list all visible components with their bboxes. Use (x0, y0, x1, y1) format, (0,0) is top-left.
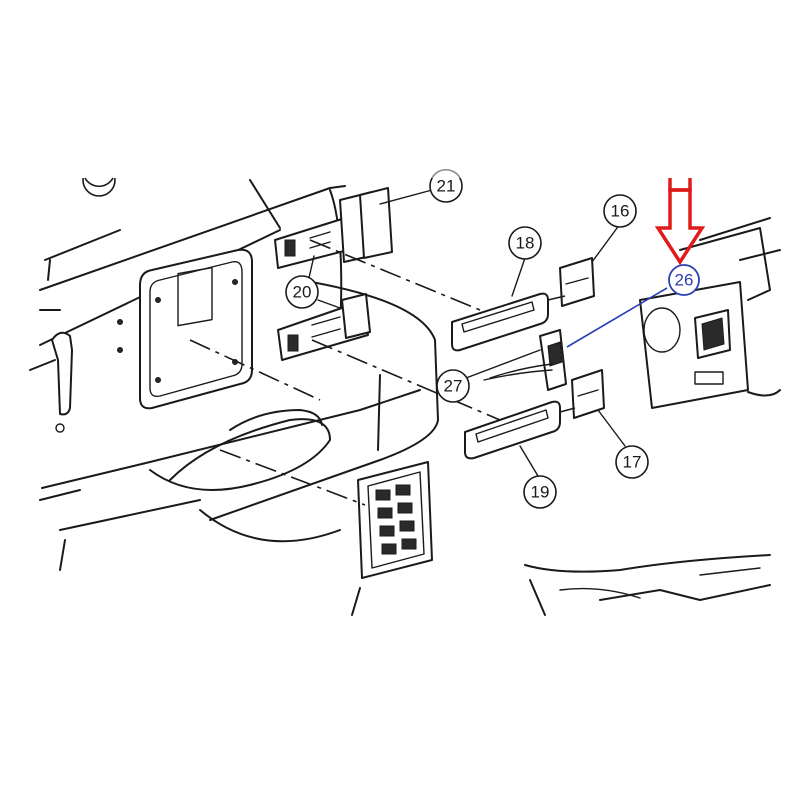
down-arrow-icon (654, 188, 706, 266)
lamp-housing (639, 217, 781, 409)
svg-text:16: 16 (611, 202, 630, 221)
svg-text:27: 27 (444, 377, 463, 396)
vent-grille (351, 461, 433, 616)
callout-17: 17 (615, 445, 649, 479)
callout-5-top (84, 177, 114, 187)
chassis-fragment (524, 554, 771, 616)
svg-text:21: 21 (437, 177, 456, 196)
arrow-top (668, 178, 692, 192)
callout-18: 18 (508, 226, 542, 260)
assembly-lines (189, 239, 576, 506)
callout-27: 27 (436, 369, 470, 403)
callout-26: 26 (668, 264, 700, 296)
svg-text:26: 26 (675, 271, 694, 290)
lower-hinge (277, 293, 371, 361)
tailgate-body (29, 179, 439, 571)
svg-text:20: 20 (293, 283, 312, 302)
upper-hinge (274, 187, 393, 269)
clip-17 (571, 369, 605, 419)
callout-19: 19 (523, 475, 557, 509)
callout-16: 16 (603, 194, 637, 228)
callout-20: 20 (285, 275, 319, 309)
latch-bracket-27 (483, 329, 567, 391)
svg-text:18: 18 (516, 234, 535, 253)
leader-lines (307, 189, 668, 477)
trim-piece-19 (464, 400, 561, 460)
svg-text:19: 19 (531, 483, 550, 502)
callout-21-top (431, 169, 461, 179)
trim-piece-18 (451, 292, 549, 352)
clip-16 (559, 257, 595, 307)
svg-text:17: 17 (623, 453, 642, 472)
